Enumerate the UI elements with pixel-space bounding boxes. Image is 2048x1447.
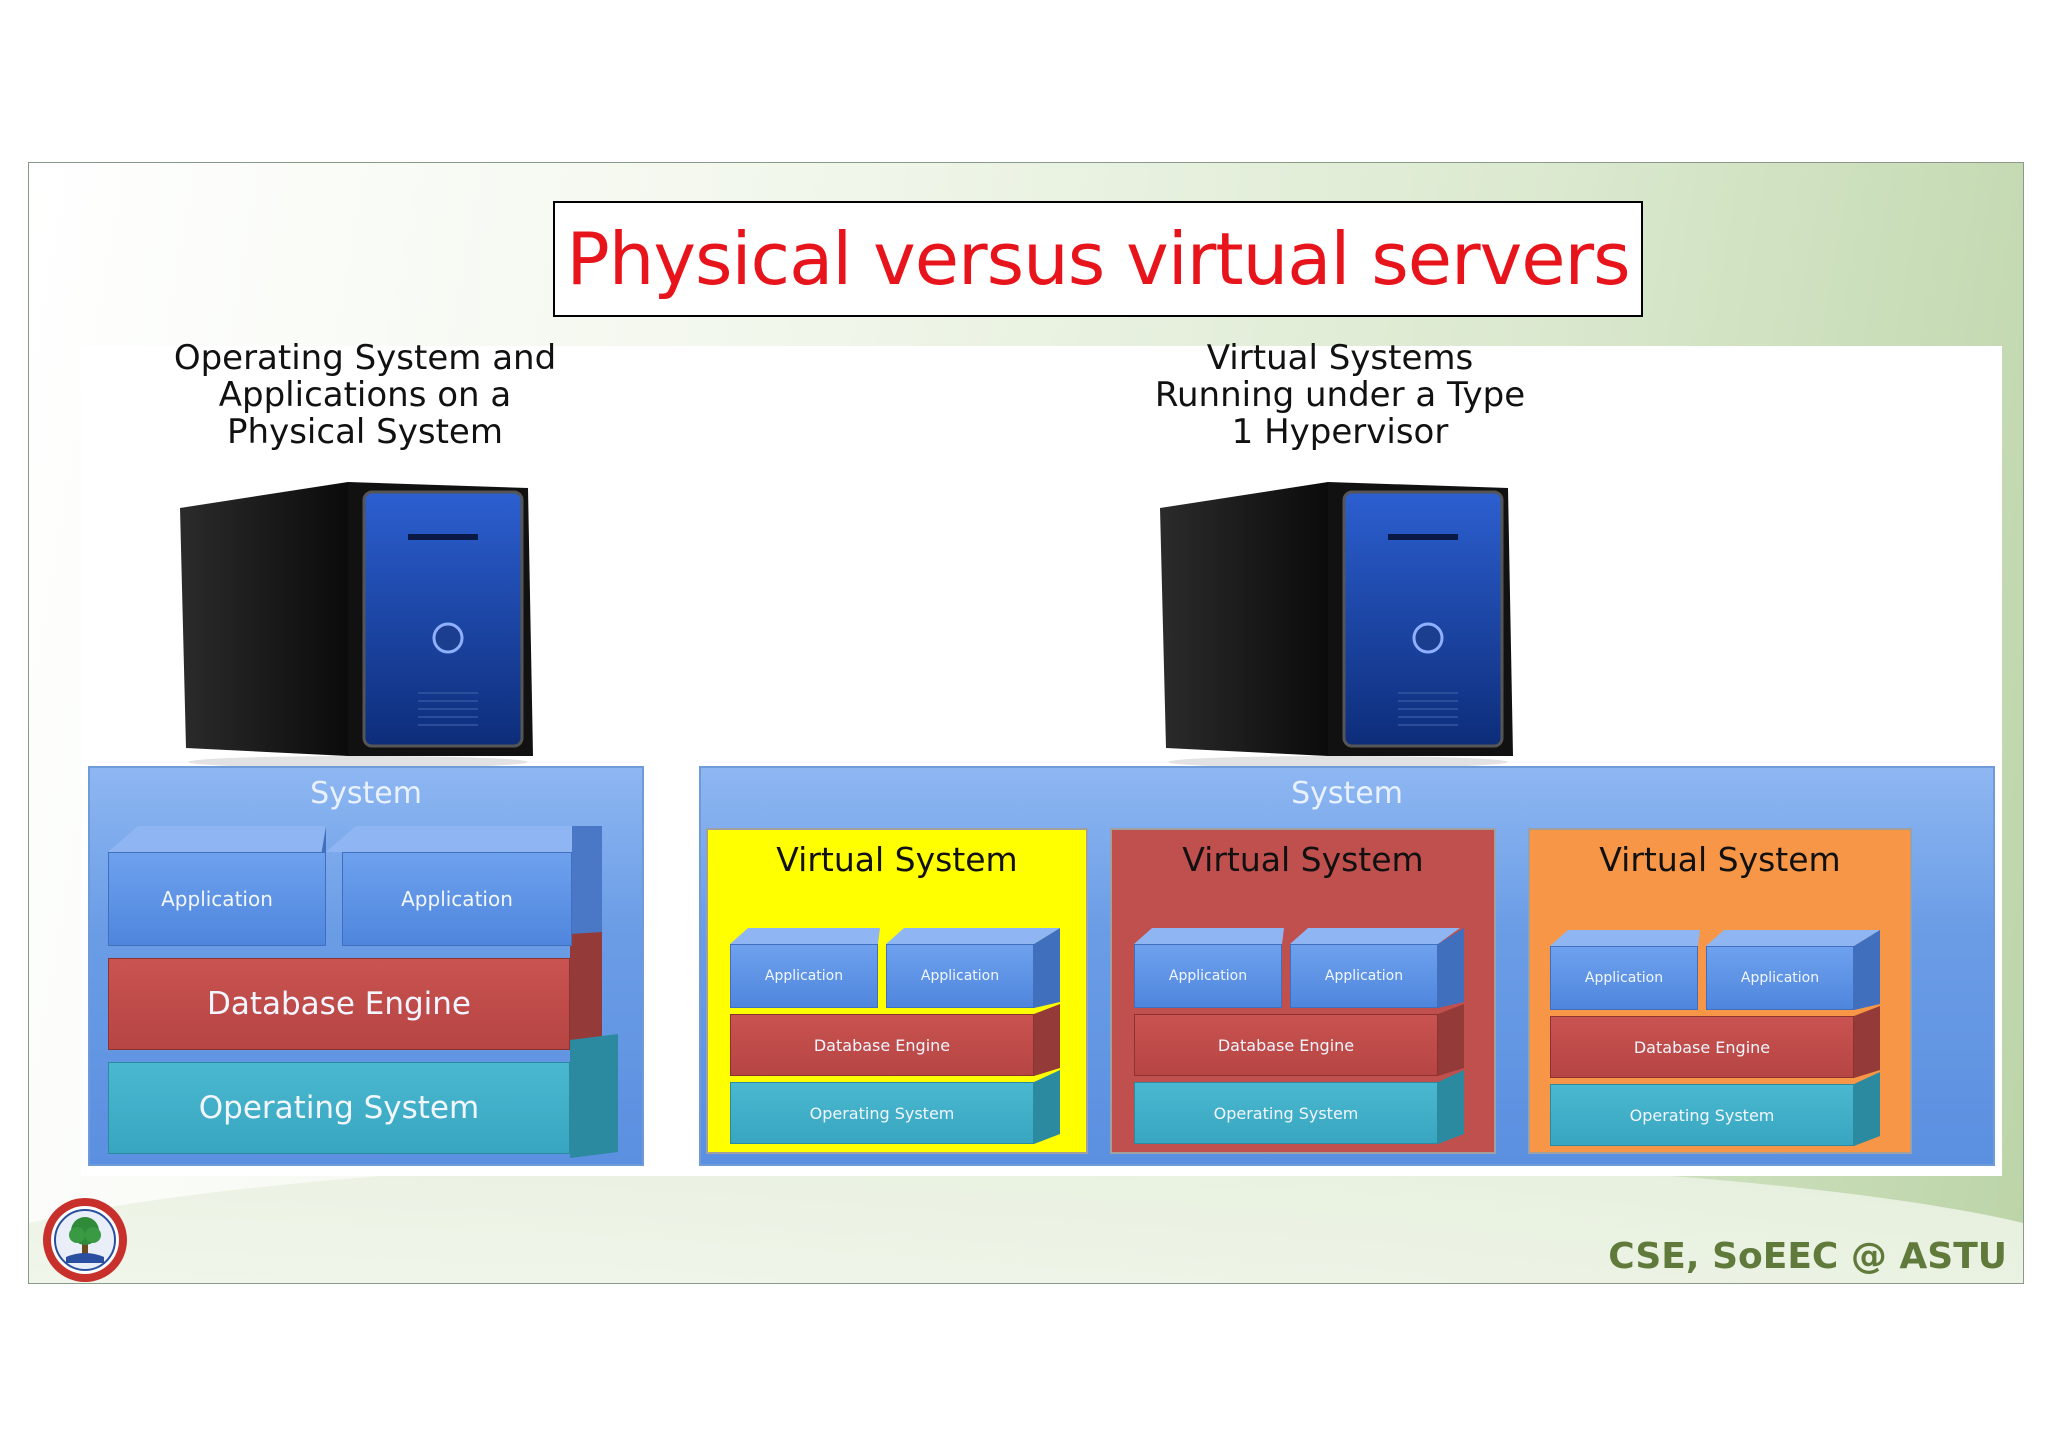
vs1-database-engine-block: Database Engine [730,1014,1034,1076]
vs2-database-engine-label: Database Engine [1217,1035,1355,1055]
vs3-operating-system-label: Operating System [1629,1105,1775,1125]
vs1-database-engine-label: Database Engine [813,1035,951,1055]
left-caption: Operating System and Applications on a P… [100,340,630,451]
physical-database-engine-label: Database Engine [206,986,471,1022]
physical-operating-system-label: Operating System [198,1090,480,1126]
vs2-database-engine-block: Database Engine [1134,1014,1438,1076]
left-caption-line-2: Applications on a [218,375,512,415]
footer-text: CSE, SoEEC @ ASTU [1608,1236,2007,1277]
vs1-operating-system-block: Operating System [730,1082,1034,1144]
physical-database-engine-block: Database Engine [108,958,570,1050]
slide-title: Physical versus virtual servers [566,217,1630,301]
vs1-application-label-1: Application [764,968,844,984]
vs2-application-label-1: Application [1168,968,1248,984]
virtual-system-3-title: Virtual System [1599,840,1841,879]
vs3-application-label-1: Application [1584,970,1664,986]
physical-application-block-1: Application [108,852,326,946]
vs3-database-engine-label: Database Engine [1633,1037,1771,1057]
title-box: Physical versus virtual servers [553,201,1643,317]
vs3-database-engine-block: Database Engine [1550,1016,1854,1078]
physical-application-label-1: Application [161,887,273,911]
vs1-application-block-1: Application [730,944,878,1008]
physical-operating-system-block: Operating System [108,1062,570,1154]
vs3-application-block-1: Application [1550,946,1698,1010]
vs1-application-label-2: Application [920,968,1000,984]
physical-system-label: System [310,776,422,811]
physical-application-block-2: Application [342,852,572,946]
vs3-application-block-2: Application [1706,946,1854,1010]
vs2-operating-system-label: Operating System [1213,1103,1359,1123]
astu-logo-icon [43,1198,127,1282]
right-caption-line-2: Running under a Type [1154,375,1526,415]
virtual-system-1-title: Virtual System [776,840,1018,879]
server-tower-icon-right [1160,482,1513,768]
vs3-operating-system-block: Operating System [1550,1084,1854,1146]
left-caption-line-1: Operating System and [173,338,557,378]
hypervisor-system-label: System [1291,776,1403,811]
vs1-application-block-2: Application [886,944,1034,1008]
left-caption-line-3: Physical System [227,412,503,452]
right-caption: Virtual Systems Running under a Type 1 H… [1080,340,1600,451]
right-caption-line-3: 1 Hypervisor [1231,412,1449,452]
vs2-operating-system-block: Operating System [1134,1082,1438,1144]
vs3-application-label-2: Application [1740,970,1820,986]
right-caption-line-1: Virtual Systems [1206,338,1474,378]
vs2-application-block-1: Application [1134,944,1282,1008]
virtual-system-2-title: Virtual System [1182,840,1424,879]
server-tower-icon-left [180,482,533,768]
vs1-operating-system-label: Operating System [809,1103,955,1123]
physical-application-label-2: Application [401,887,513,911]
vs2-application-label-2: Application [1324,968,1404,984]
vs2-application-block-2: Application [1290,944,1438,1008]
